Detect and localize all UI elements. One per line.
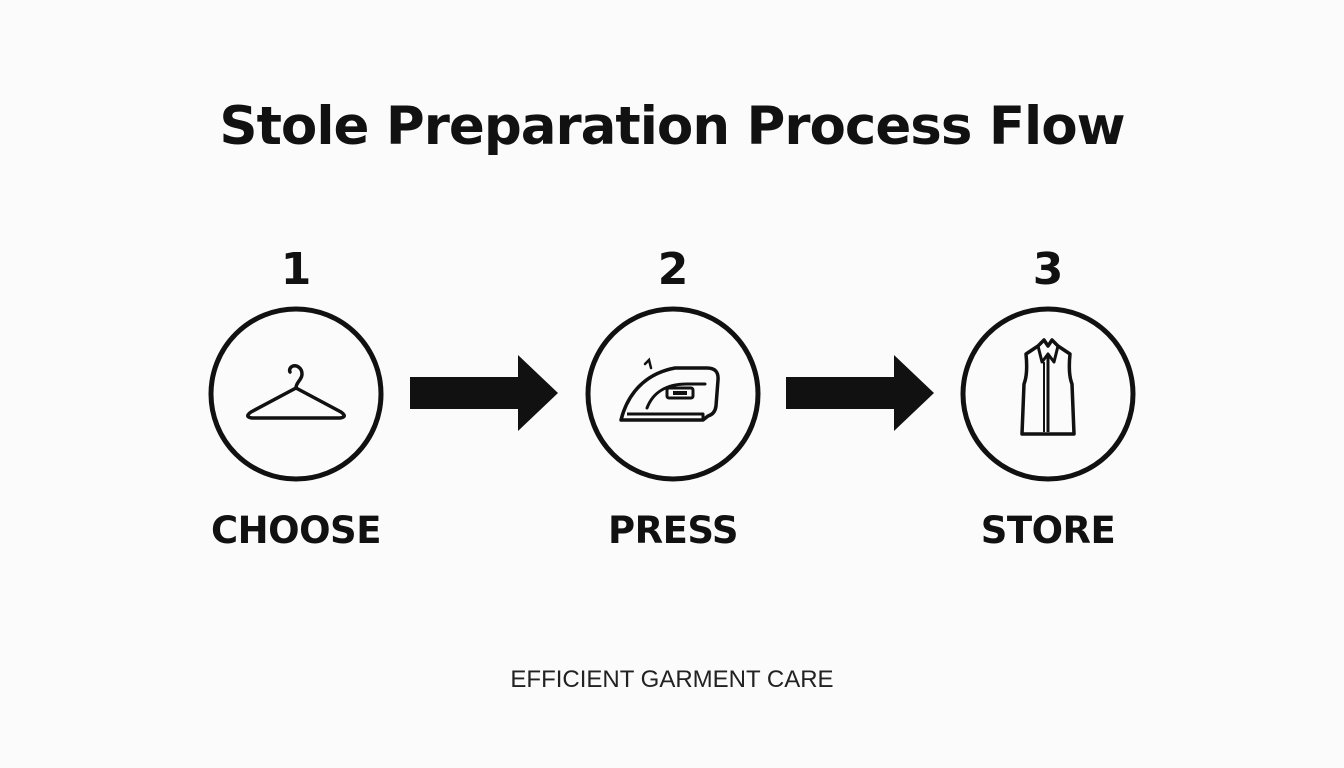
step-number: 3 (1032, 244, 1064, 295)
step-number: 2 (657, 244, 689, 295)
step-label: CHOOSE (211, 509, 381, 552)
arrow-right-icon (410, 355, 558, 431)
step-circle (958, 304, 1138, 484)
garment-icon (960, 306, 1136, 482)
iron-icon (585, 306, 761, 482)
step-number: 1 (280, 244, 312, 295)
step-label: STORE (980, 509, 1116, 552)
arrow-right-icon (786, 355, 934, 431)
step-label: PRESS (607, 509, 739, 552)
step-circle (583, 304, 763, 484)
step-circle (206, 304, 386, 484)
diagram-footer: EFFICIENT GARMENT CARE (510, 666, 834, 693)
hanger-icon (208, 306, 384, 482)
diagram-title: Stole Preparation Process Flow (219, 96, 1125, 157)
